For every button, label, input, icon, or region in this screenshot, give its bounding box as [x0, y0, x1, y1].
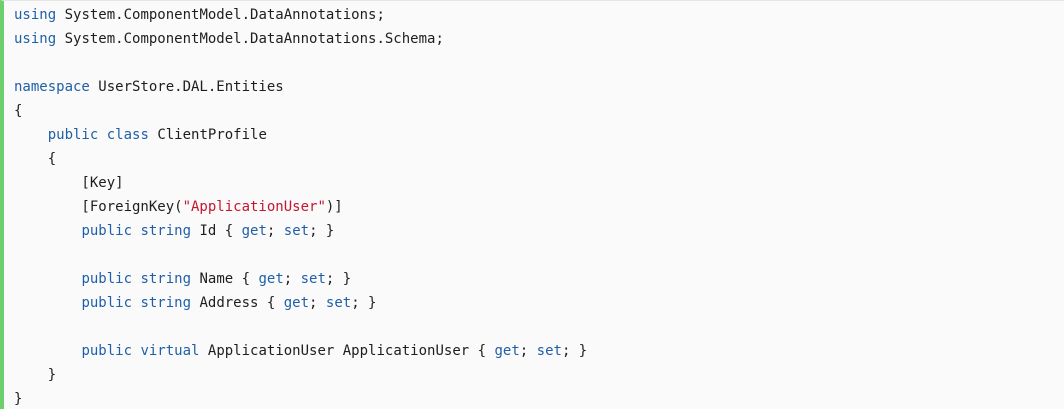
- code-line: using System.ComponentModel.DataAnnotati…: [14, 3, 587, 27]
- code-text: {: [14, 103, 23, 119]
- code-text: System.ComponentModel.DataAnnotations.Sc…: [56, 31, 444, 47]
- code-keyword: public: [81, 343, 133, 359]
- code-line: public string Name { get; set; }: [14, 267, 587, 291]
- code-line: {: [14, 147, 587, 171]
- code-text: System.ComponentModel.DataAnnotations;: [56, 7, 385, 23]
- code-text: [Key]: [14, 175, 124, 191]
- code-text: [ForeignKey(: [14, 199, 183, 215]
- code-text: [14, 295, 81, 311]
- code-text: ApplicationUser ApplicationUser {: [199, 343, 495, 359]
- code-keyword: public: [81, 295, 133, 311]
- code-keyword: using: [14, 7, 57, 23]
- code-line: using System.ComponentModel.DataAnnotati…: [14, 27, 587, 51]
- code-text: [14, 271, 81, 287]
- code-line: }: [14, 387, 587, 409]
- code-text: ; }: [309, 223, 335, 239]
- code-line: public string Address { get; set; }: [14, 291, 587, 315]
- code-text: Id {: [191, 223, 242, 239]
- code-text: ;: [309, 295, 326, 311]
- code-text: [98, 127, 106, 143]
- code-keyword: string: [140, 271, 192, 287]
- code-line: [14, 315, 587, 339]
- code-keyword: using: [14, 31, 57, 47]
- code-text: }: [14, 367, 57, 383]
- code-line: {: [14, 99, 587, 123]
- code-text: ; }: [325, 271, 352, 287]
- code-keyword: get: [258, 271, 284, 287]
- code-text: [14, 127, 48, 143]
- code-line: }: [14, 363, 587, 387]
- code-listing: using System.ComponentModel.DataAnnotati…: [14, 3, 587, 409]
- code-line: [14, 51, 587, 75]
- code-line: [ForeignKey("ApplicationUser")]: [14, 195, 587, 219]
- code-text: Address {: [191, 295, 284, 311]
- code-keyword: string: [140, 295, 192, 311]
- code-keyword: get: [283, 295, 310, 311]
- code-keyword: virtual: [140, 343, 200, 359]
- code-line: public string Id { get; set; }: [14, 219, 587, 243]
- code-keyword: set: [300, 271, 326, 287]
- code-keyword: string: [140, 223, 192, 239]
- code-line: [14, 243, 587, 267]
- code-text: )]: [325, 199, 343, 215]
- code-keyword: class: [106, 127, 149, 143]
- code-text: ;: [283, 271, 301, 287]
- code-keyword: set: [283, 223, 310, 239]
- code-keyword: set: [325, 295, 352, 311]
- code-text: UserStore.DAL.Entities: [89, 79, 284, 95]
- code-text: ; }: [351, 295, 377, 311]
- code-text: ;: [519, 343, 537, 359]
- code-text: [14, 223, 81, 239]
- code-text: {: [14, 151, 57, 167]
- code-keyword: public: [47, 127, 99, 143]
- code-text: [14, 343, 81, 359]
- code-string: "ApplicationUser": [182, 199, 326, 215]
- code-line: [Key]: [14, 171, 587, 195]
- code-text: ClientProfile: [148, 127, 267, 143]
- code-text: }: [14, 391, 23, 407]
- code-text: Name {: [191, 271, 259, 287]
- code-line: public virtual ApplicationUser Applicati…: [14, 339, 587, 363]
- code-keyword: get: [241, 223, 267, 239]
- code-text: ;: [266, 223, 284, 239]
- code-keyword: public: [81, 223, 133, 239]
- code-line: namespace UserStore.DAL.Entities: [14, 75, 587, 99]
- code-keyword: public: [81, 271, 133, 287]
- code-keyword: namespace: [14, 79, 90, 95]
- code-text: ; }: [561, 343, 588, 359]
- code-keyword: get: [494, 343, 520, 359]
- code-keyword: set: [536, 343, 562, 359]
- code-line: public class ClientProfile: [14, 123, 587, 147]
